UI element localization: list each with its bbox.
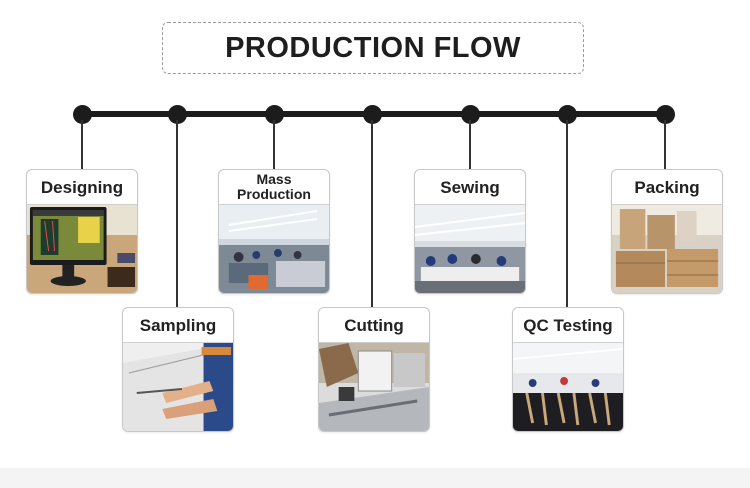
connector-qc-testing bbox=[566, 120, 568, 307]
step-card-designing: Designing bbox=[26, 169, 138, 294]
connector-cutting bbox=[371, 120, 373, 307]
quality-check-line-photo bbox=[513, 343, 623, 431]
connector-mass-production bbox=[273, 120, 275, 169]
step-label: Packing bbox=[612, 170, 722, 205]
connector-packing bbox=[664, 120, 666, 169]
timeline-dot-qc-testing bbox=[558, 105, 577, 124]
connector-sampling bbox=[176, 120, 178, 307]
timeline-dot-sampling bbox=[168, 105, 187, 124]
step-card-qc-testing: QC Testing bbox=[512, 307, 624, 432]
step-label: Cutting bbox=[319, 308, 429, 343]
step-card-sewing: Sewing bbox=[414, 169, 526, 294]
timeline-dot-sewing bbox=[461, 105, 480, 124]
timeline-dot-cutting bbox=[363, 105, 382, 124]
cutting-machine-photo bbox=[319, 343, 429, 431]
connector-designing bbox=[81, 120, 83, 169]
step-card-cutting: Cutting bbox=[318, 307, 430, 432]
timeline-dot-packing bbox=[656, 105, 675, 124]
step-label: Sampling bbox=[123, 308, 233, 343]
designer-workstation-photo bbox=[27, 205, 137, 293]
step-label: QC Testing bbox=[513, 308, 623, 343]
step-label: Sewing bbox=[415, 170, 525, 205]
timeline-dot-designing bbox=[73, 105, 92, 124]
step-card-packing: Packing bbox=[611, 169, 723, 294]
packed-cartons-photo bbox=[612, 205, 722, 293]
bottom-strip bbox=[0, 468, 750, 488]
sewing-workshop-photo bbox=[415, 205, 525, 293]
page-title: PRODUCTION FLOW bbox=[225, 31, 521, 64]
title-box: PRODUCTION FLOW bbox=[162, 22, 584, 74]
timeline-dot-mass-production bbox=[265, 105, 284, 124]
step-card-mass-production: Mass Production bbox=[218, 169, 330, 294]
fabric-cutting-hands-photo bbox=[123, 343, 233, 431]
step-label: Mass Production bbox=[219, 170, 329, 205]
connector-sewing bbox=[469, 120, 471, 169]
step-label: Designing bbox=[27, 170, 137, 205]
step-card-sampling: Sampling bbox=[122, 307, 234, 432]
garment-factory-floor-photo bbox=[219, 205, 329, 293]
